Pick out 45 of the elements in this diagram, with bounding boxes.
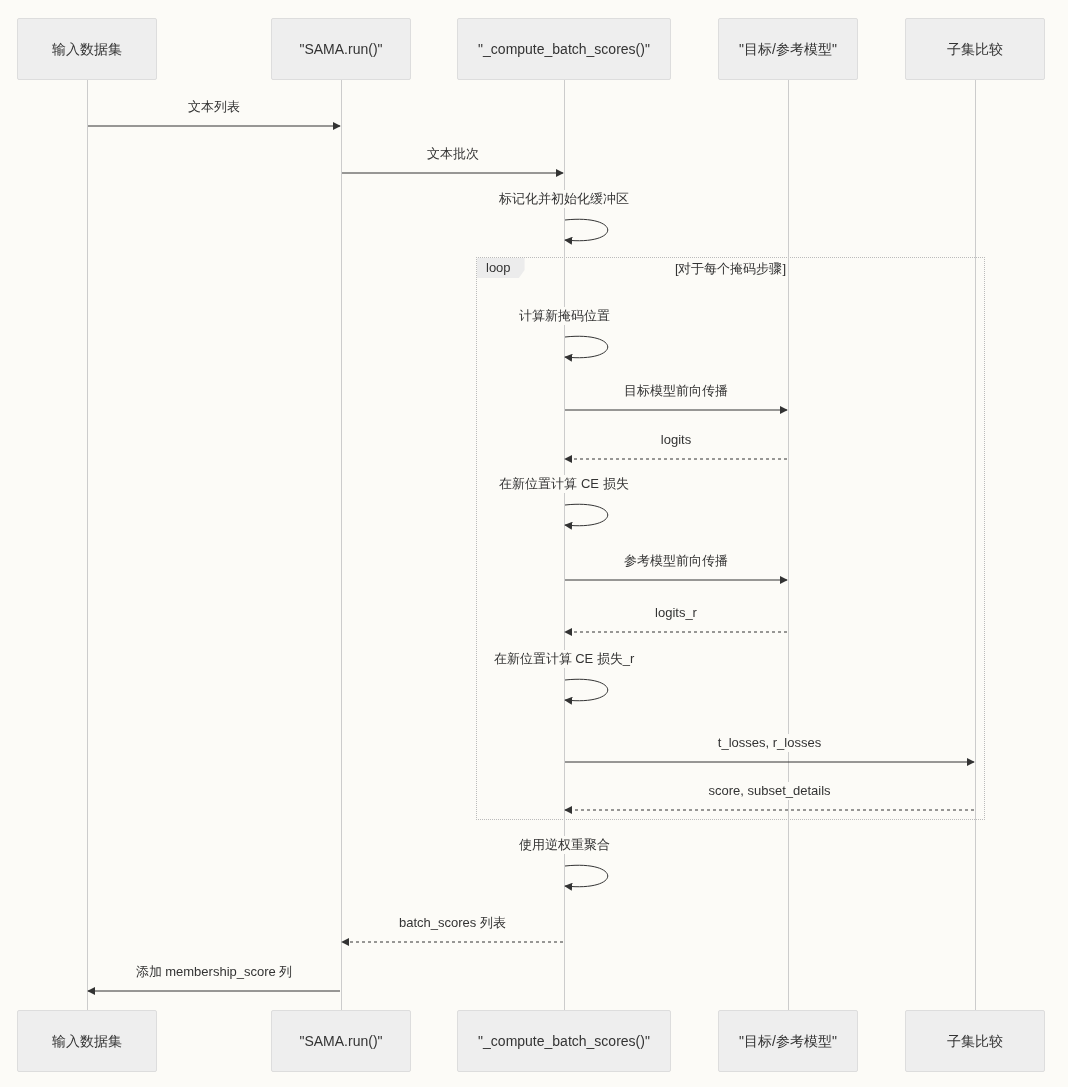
lifeline	[787, 80, 789, 1010]
message-arrow	[564, 758, 975, 766]
participant-box: 子集比较	[905, 1010, 1045, 1072]
lifeline	[974, 80, 976, 1010]
message-arrow	[87, 987, 341, 995]
lifeline	[563, 80, 565, 1010]
edge-label: 目标模型前向传播	[622, 382, 730, 400]
edge-label: 使用逆权重聚合	[516, 836, 612, 854]
edge-label: 在新位置计算 CE 损失	[497, 475, 631, 493]
participant-box: "_compute_batch_scores()"	[457, 1010, 671, 1072]
participant-box: 输入数据集	[17, 1010, 157, 1072]
edge-label: 文本批次	[424, 145, 481, 163]
message-arrow	[564, 455, 788, 463]
edge-label: 文本列表	[186, 98, 242, 116]
participant-box: 子集比较	[905, 18, 1045, 80]
edge-label: 计算新掩码位置	[516, 307, 612, 325]
edge-label: score, subset_details	[706, 782, 833, 800]
message-arrow	[564, 806, 975, 814]
participant-box: "SAMA.run()"	[271, 18, 411, 80]
message-arrow	[341, 938, 564, 946]
edge-label: 标记化并初始化缓冲区	[497, 190, 631, 208]
edge-label: t_losses, r_losses	[715, 734, 824, 752]
participant-box: 输入数据集	[17, 18, 157, 80]
message-arrow	[87, 122, 341, 130]
edge-label: batch_scores 列表	[397, 914, 508, 932]
message-arrow	[564, 864, 609, 891]
participant-box: "目标/参考模型"	[718, 1010, 858, 1072]
participant-box: "_compute_batch_scores()"	[457, 18, 671, 80]
message-arrow	[564, 218, 609, 245]
lifeline	[86, 80, 88, 1010]
participant-box: "SAMA.run()"	[271, 1010, 411, 1072]
edge-label: 添加 membership_score 列	[133, 963, 295, 981]
message-arrow	[341, 169, 564, 177]
message-arrow	[564, 678, 609, 705]
message-arrow	[564, 628, 788, 636]
edge-label: 在新位置计算 CE 损失_r	[491, 650, 637, 668]
message-arrow	[564, 335, 609, 362]
loop-condition: [对于每个掩码步骤]	[672, 259, 789, 279]
message-arrow	[564, 576, 788, 584]
lifeline	[340, 80, 342, 1010]
message-arrow	[564, 503, 609, 530]
participant-box: "目标/参考模型"	[718, 18, 858, 80]
edge-label: 参考模型前向传播	[622, 552, 730, 570]
loop-tag: loop	[477, 258, 525, 278]
message-arrow	[564, 406, 788, 414]
